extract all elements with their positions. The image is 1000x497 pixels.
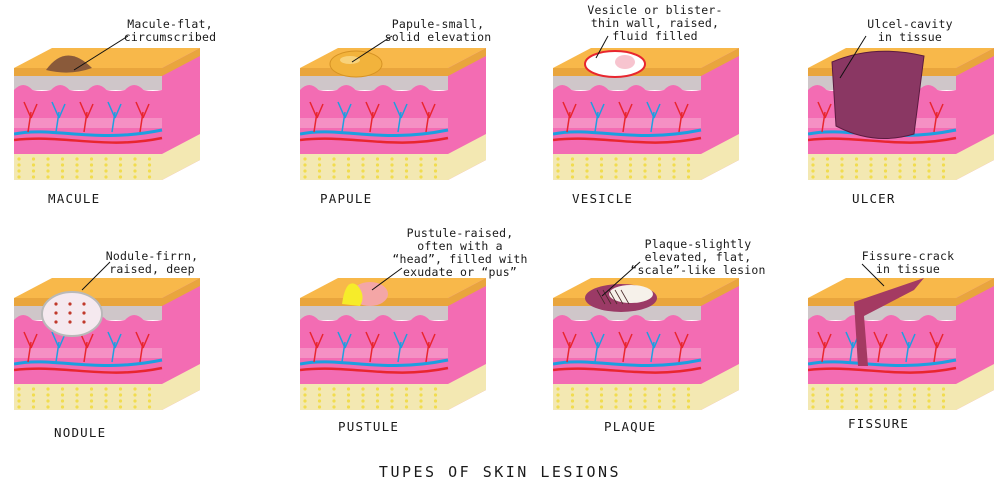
pustule-annotation: Pustule-raised, often with a “head”, fil…: [392, 226, 528, 279]
ulcer-annotation: Ulcel-cavity in tissue: [867, 17, 953, 44]
papule-annotation: Papule-small, solid elevation: [384, 17, 492, 44]
fat-layer: [14, 384, 162, 410]
stratum-band: [553, 76, 701, 90]
artery: [808, 366, 957, 374]
artery: [14, 366, 163, 374]
artery: [553, 136, 702, 144]
page-title: TUPES OF SKIN LESIONS: [378, 463, 622, 481]
ulcer-lesion-shape: [831, 50, 925, 139]
fat-layer: [553, 384, 701, 410]
vein: [553, 128, 702, 138]
vein: [300, 358, 449, 368]
fissure-skin-block: [808, 278, 994, 410]
stock-id-text: #489087677: [0, 372, 4, 440]
nodule-annotation: Nodule-firrn, raised, deep: [105, 249, 199, 276]
nodule-lesion-shape: [41, 291, 103, 337]
vein: [553, 358, 702, 368]
plaque-lesion-shape: [585, 284, 657, 312]
vesicle-annotation: Vesicle or blister- thin wall, raised, f…: [587, 3, 723, 43]
plaque-annotation: Plaque-slightly elevated, flat, “scale”-…: [630, 237, 766, 277]
papule-label: PAPULE: [320, 191, 373, 206]
papule-lesion-shape: [329, 50, 383, 78]
artery: [300, 136, 449, 144]
stratum-band: [808, 306, 956, 320]
vein: [14, 358, 163, 368]
fat-layer: [808, 154, 956, 180]
stratum-band: [300, 306, 448, 320]
nodule-skin-block: [14, 278, 200, 410]
stratum-band: [553, 306, 701, 320]
fat-layer: [553, 154, 701, 180]
macule-skin-block: [14, 48, 200, 180]
artery: [808, 136, 957, 144]
vein: [14, 128, 163, 138]
fissure-label: FISSURE: [848, 416, 910, 431]
pustule-skin-block: [300, 278, 486, 410]
epidermis-layer: [14, 68, 162, 76]
papule-skin-block: [300, 48, 486, 180]
pustule-label: PUSTULE: [338, 419, 400, 434]
vesicle-lesion-shape: [584, 50, 646, 78]
vein: [808, 358, 957, 368]
plaque-skin-block: [553, 278, 739, 410]
pustule-lesion-shape: [342, 282, 388, 306]
artery: [553, 366, 702, 374]
vein: [300, 128, 449, 138]
fissure-lesion-shape: [854, 278, 924, 366]
vesicle-label: VESICLE: [572, 191, 634, 206]
ulcer-label: ULCER: [852, 191, 896, 206]
fat-layer: [808, 384, 956, 410]
nodule-label: NODULE: [54, 425, 107, 440]
fissure-annotation: Fissure-crack in tissue: [861, 249, 955, 276]
artery: [300, 366, 449, 374]
stratum-band: [300, 76, 448, 90]
ulcer-skin-block: [808, 48, 994, 180]
fat-layer: [300, 384, 448, 410]
vesicle-skin-block: [553, 48, 739, 180]
artery: [14, 136, 163, 144]
fat-layer: [14, 154, 162, 180]
macule-label: MACULE: [48, 191, 101, 206]
macule-lesion-shape: [46, 55, 92, 73]
fat-layer: [300, 154, 448, 180]
macule-annotation: Macule-flat, circumscribed: [123, 17, 217, 44]
plaque-label: PLAQUE: [604, 419, 657, 434]
stratum-band: [14, 76, 162, 90]
